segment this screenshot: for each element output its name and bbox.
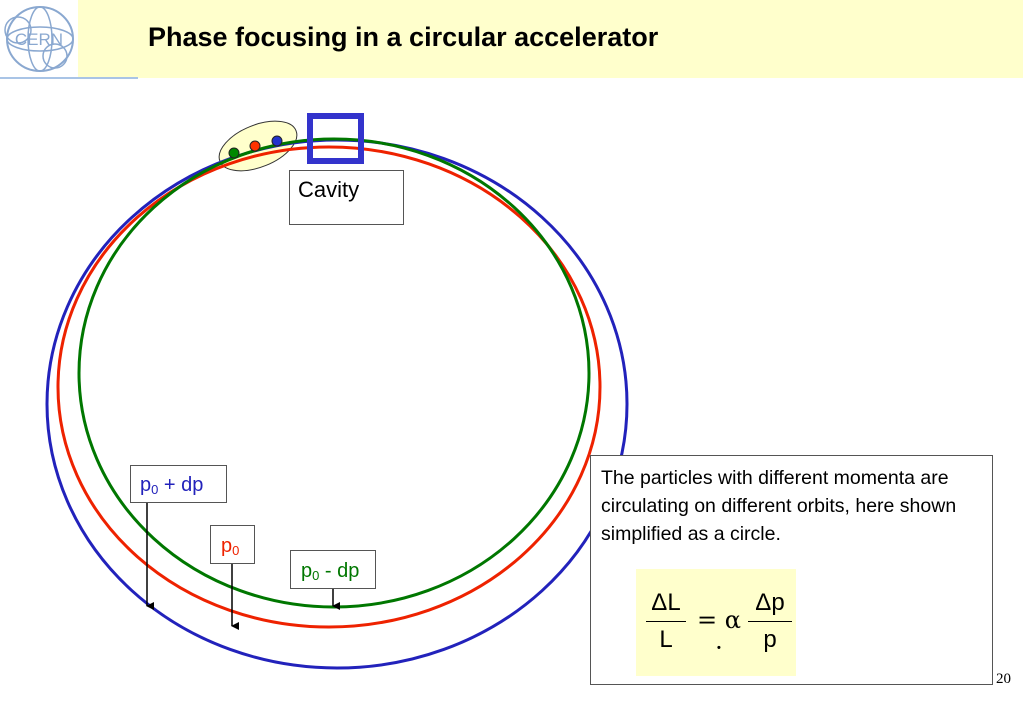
particle-blue (271, 135, 283, 147)
orbit-label-sub: 0 (151, 482, 159, 497)
formula-left-numerator: ΔL (651, 589, 681, 616)
header-underline (0, 77, 138, 79)
cavity-label: Cavity (289, 170, 404, 225)
formula-right-numerator: Δp (755, 589, 785, 616)
info-text: The particles with different momenta are… (601, 467, 957, 545)
orbit-label-main: p (301, 560, 313, 582)
momentum-compaction-formula: ΔL L = α · Δp p (636, 569, 796, 676)
orbit-label-suffix: - dp (319, 560, 360, 582)
orbit-label-p0-plus-dp: p0 + dp (130, 465, 227, 503)
slide-title: Phase focusing in a circular accelerator (148, 22, 659, 52)
cavity-symbol (307, 113, 364, 164)
cern-logo: CERN (0, 0, 78, 78)
formula-right-fraction: Δp p (748, 589, 792, 654)
orbit-middle-red (56, 145, 602, 629)
orbit-label-main: p (221, 535, 233, 557)
orbit-label-sub: 0 (232, 543, 240, 558)
logo-text: CERN (15, 30, 63, 49)
orbit-label-main: p (140, 474, 152, 496)
particle-green (228, 147, 240, 159)
fraction-bar (646, 621, 686, 622)
header-band (0, 0, 1023, 78)
particle-red (249, 140, 261, 152)
orbit-label-p0: p0 (210, 525, 255, 564)
page-number: 20 (996, 671, 1011, 687)
fraction-bar (748, 621, 792, 622)
cern-logo-icon: CERN (4, 6, 74, 72)
formula-right-denominator: p (763, 626, 777, 653)
orbit-label-p0-minus-dp: p0 - dp (290, 550, 376, 589)
info-box: The particles with different momenta are… (590, 455, 993, 685)
formula-operator: = α · (697, 606, 741, 662)
orbit-label-sub: 0 (312, 568, 320, 583)
orbit-label-suffix: + dp (158, 474, 204, 496)
formula-left-denominator: L (659, 626, 673, 653)
formula-left-fraction: ΔL L (646, 589, 686, 654)
